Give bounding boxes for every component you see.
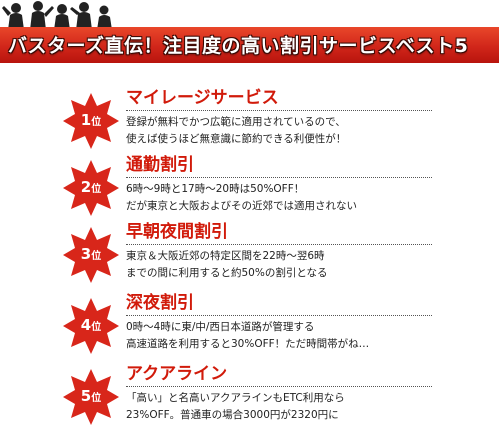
divider bbox=[126, 315, 432, 316]
rank-item-2: 2位 通勤割引 6時～9時と17時～20時は50%OFF！ だが東京と大阪および… bbox=[62, 155, 432, 221]
rank-item-1: 1位 マイレージサービス 登録が無料でかつ広範に適用されているので、 使えば使う… bbox=[62, 88, 432, 154]
service-description: 「高い」と名高いアクアラインもETC利用なら 23%OFF。普通車の場合3000… bbox=[126, 392, 345, 421]
service-name: 通勤割引 bbox=[126, 155, 194, 175]
page-title: バスターズ直伝！注目度の高い割引サービスベスト5 bbox=[8, 35, 469, 57]
rank-badge: 3位 bbox=[62, 226, 120, 284]
service-name: マイレージサービス bbox=[126, 88, 279, 108]
service-description: 登録が無料でかつ広範に適用されているので、 使えば使うほど無意識に節約できる利便… bbox=[126, 116, 347, 145]
rank-label: 5位 bbox=[80, 387, 102, 405]
starburst-icon bbox=[63, 160, 119, 216]
divider bbox=[126, 244, 432, 245]
service-name: 深夜割引 bbox=[126, 293, 194, 313]
header-banner: バスターズ直伝！注目度の高い割引サービスベスト5 bbox=[0, 0, 499, 64]
divider bbox=[126, 110, 432, 111]
rank-label: 3位 bbox=[80, 245, 102, 263]
rank-item-4: 4位 深夜割引 0時～4時に東/中/西日本道路が管理する 高速道路を利用すると3… bbox=[62, 293, 432, 359]
starburst-icon bbox=[63, 227, 119, 283]
people-silhouette-icon bbox=[2, 1, 112, 30]
starburst-icon bbox=[63, 298, 119, 354]
rank-badge: 5位 bbox=[62, 368, 120, 426]
rank-badge: 2位 bbox=[62, 159, 120, 217]
service-name: 早朝夜間割引 bbox=[126, 222, 228, 242]
service-name: アクアライン bbox=[126, 364, 228, 384]
rank-label: 1位 bbox=[80, 111, 102, 129]
service-description: 0時～4時に東/中/西日本道路が管理する 高速道路を利用すると30%OFF！ただ… bbox=[126, 321, 370, 350]
starburst-icon bbox=[63, 369, 119, 425]
divider bbox=[126, 386, 432, 387]
divider bbox=[126, 177, 432, 178]
starburst-icon bbox=[63, 93, 119, 149]
service-description: 6時～9時と17時～20時は50%OFF！ だが東京と大阪およびその近郊では適用… bbox=[126, 183, 357, 212]
banner-bar bbox=[0, 27, 499, 63]
rank-label: 4位 bbox=[80, 316, 102, 334]
rank-item-3: 3位 早朝夜間割引 東京＆大阪近郊の特定区間を22時～翌6時 までの間に利用する… bbox=[62, 222, 432, 288]
rank-badge: 1位 bbox=[62, 92, 120, 150]
rank-label: 2位 bbox=[80, 178, 102, 196]
rank-badge: 4位 bbox=[62, 297, 120, 355]
service-description: 東京＆大阪近郊の特定区間を22時～翌6時 までの間に利用すると約50%の割引とな… bbox=[126, 250, 328, 279]
rank-item-5: 5位 アクアライン 「高い」と名高いアクアラインもETC利用なら 23%OFF。… bbox=[62, 364, 432, 430]
